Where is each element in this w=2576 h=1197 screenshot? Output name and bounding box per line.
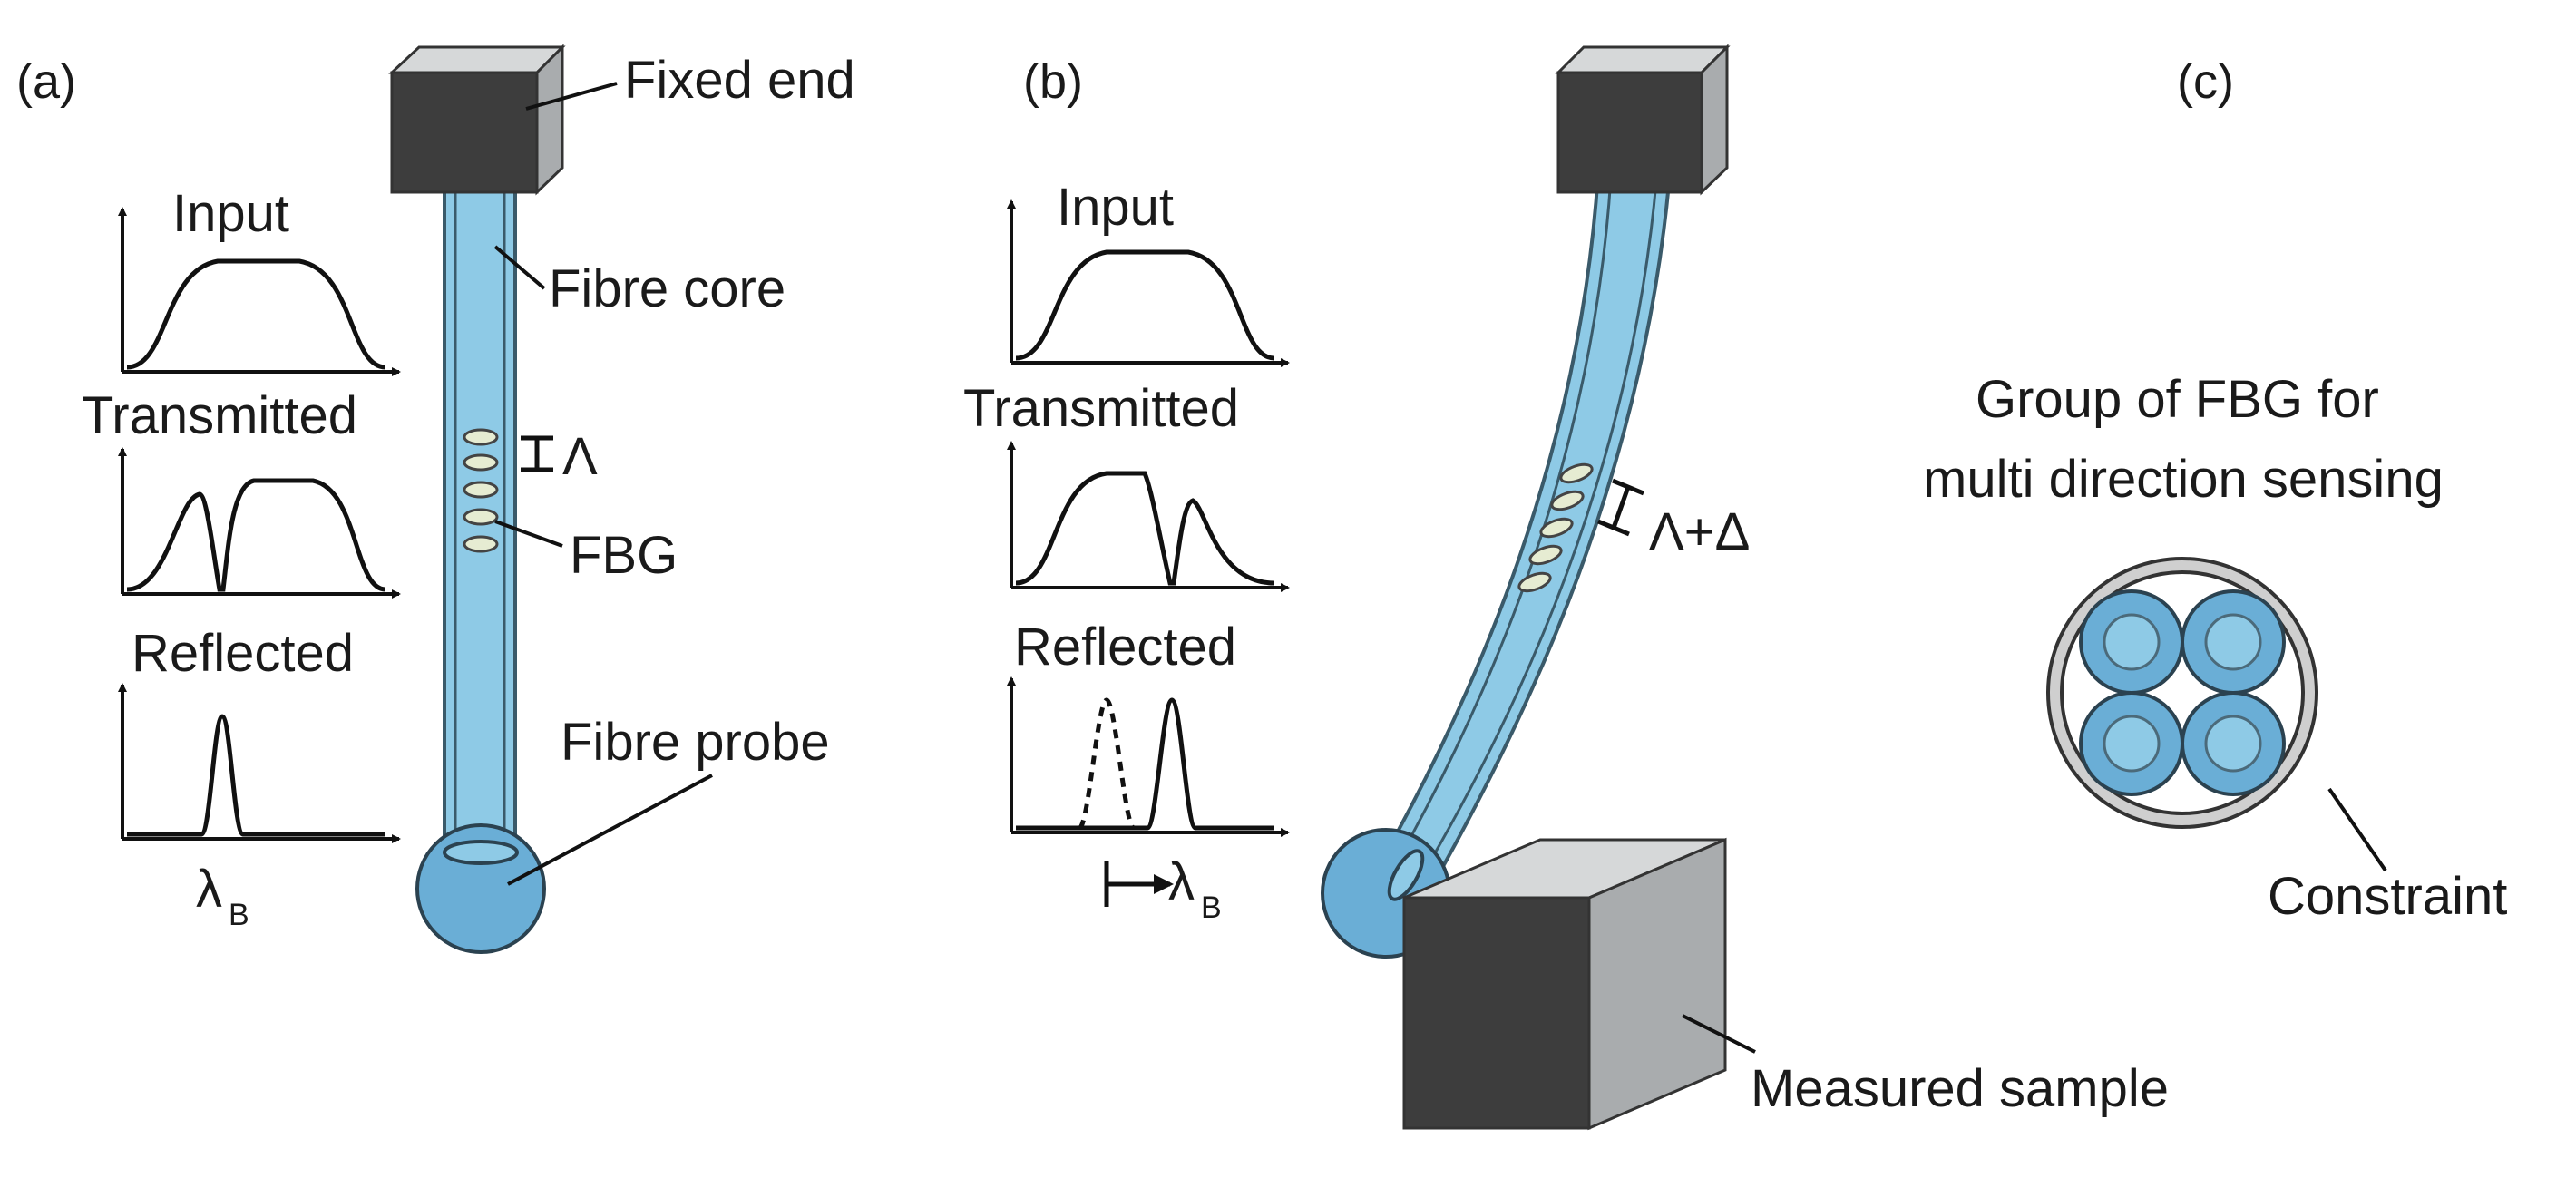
fbg-label: FBG (570, 526, 678, 585)
reflected-title-b: Reflected (1014, 618, 1236, 676)
panel-c: Group of FBG for multi direction sensing… (1923, 370, 2507, 926)
reflected-title-a: Reflected (132, 624, 354, 683)
reflected-spectrum-b (1007, 676, 1290, 837)
shift-arrow-b (1104, 861, 1174, 907)
transmitted-title-b: Transmitted (963, 379, 1239, 438)
period-bracket-a (521, 435, 553, 472)
measured-sample-cube (1402, 837, 1727, 1131)
input-title-b: Input (1057, 178, 1174, 237)
reflected-spectrum-a (118, 683, 401, 843)
transmitted-spectrum-b (1007, 441, 1290, 592)
fibre-bundle (2046, 557, 2318, 829)
fbg-gratings-a (463, 428, 499, 553)
lambda-sub-b: B (1201, 890, 1222, 925)
fibre-b (1376, 170, 1672, 887)
group-title-line1: Group of FBG for (1976, 370, 2379, 429)
period-bracket-b (1597, 478, 1644, 537)
group-title-line2: multi direction sensing (1923, 450, 2444, 509)
input-spectrum-b (1007, 200, 1290, 367)
lambda-label-a: λ (196, 860, 222, 919)
panel-label-c: (c) (2177, 54, 2234, 109)
panel-label-b: (b) (1023, 54, 1083, 109)
fibre-probe-label: Fibre probe (561, 713, 830, 772)
fibre-core-label: Fibre core (549, 259, 785, 318)
fbg-gratings-b (1517, 462, 1594, 593)
input-title-a: Input (172, 184, 289, 243)
panel-b: Λ+Δ Measured sample Input Transmitted Re… (963, 44, 2169, 1131)
transmitted-spectrum-a (118, 447, 401, 598)
panel-a: Fixed end Fibre core Λ FBG Fibre probe I… (82, 44, 855, 954)
fixed-end-cube-a (388, 44, 566, 196)
constraint-label: Constraint (2268, 867, 2507, 926)
input-spectrum-a (118, 207, 401, 376)
lambda-label-b: λ (1168, 852, 1195, 911)
transmitted-title-a: Transmitted (82, 386, 357, 445)
panel-label-a: (a) (16, 54, 76, 109)
measured-sample-label: Measured sample (1751, 1059, 2169, 1118)
lambda-sub-a: B (229, 898, 249, 932)
period-label-b: Λ+Δ (1649, 502, 1750, 561)
fixed-end-cube-b (1555, 44, 1731, 196)
fixed-end-label: Fixed end (624, 51, 855, 110)
period-label-a: Λ (562, 427, 598, 486)
